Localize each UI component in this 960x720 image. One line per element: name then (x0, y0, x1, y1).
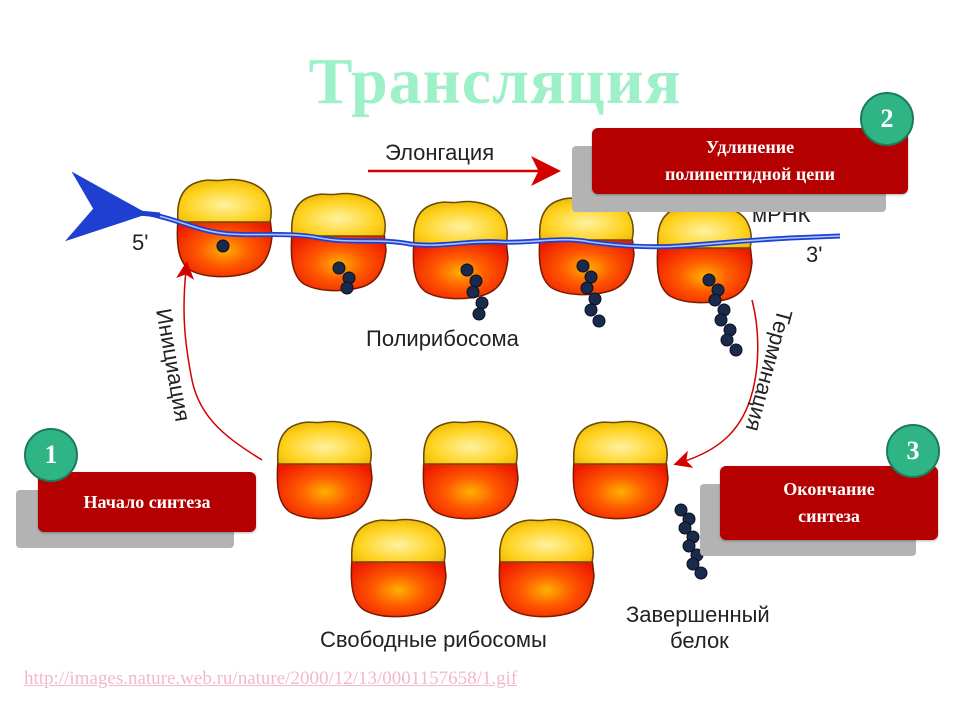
completed-protein-label-line1: Завершенный (626, 602, 770, 627)
peptide-chain-4-aminoacid (584, 270, 598, 284)
initiation-arrow (176, 261, 263, 461)
completed-protein-aminoacid (694, 566, 708, 580)
free-ribosome-1-small-subunit (276, 420, 372, 465)
callout-initiation-text: Начало синтеза (83, 491, 211, 512)
callout-badge-3: 3 (886, 424, 940, 478)
polyribosome-ribosome-5 (656, 204, 753, 304)
termination-arrow (673, 299, 759, 468)
free-ribosome-4 (350, 518, 447, 618)
peptide-chain-3-aminoacid (469, 274, 483, 288)
peptide-chain-1-aminoacid (216, 239, 230, 253)
peptide-chain-5 (702, 273, 743, 357)
free-ribosome-4-small-subunit (350, 518, 446, 563)
completed-protein (674, 503, 708, 580)
polyribosome-ribosome-2-small-subunit (290, 192, 386, 237)
free-ribosome-5-large-subunit (498, 557, 595, 618)
peptide-chain-4-aminoacid (588, 292, 602, 306)
peptide-chain-3 (460, 263, 489, 321)
callout-termination-line1: Окончание (783, 479, 875, 499)
polyribosome-ribosome-3-small-subunit (412, 200, 508, 245)
peptide-chain-4-aminoacid (580, 281, 594, 295)
peptide-chain-5-aminoacid (720, 333, 734, 347)
callout-badge-1: 1 (24, 428, 78, 482)
peptide-chain-2-aminoacid (340, 281, 354, 295)
peptide-chain-3-aminoacid (472, 307, 486, 321)
elongation-label: Элонгация (385, 140, 494, 165)
termination-label: Терминация (741, 307, 798, 434)
completed-protein-aminoacid (686, 557, 700, 571)
mrna-arrowhead (64, 171, 161, 242)
callout-elongation-line1: Удлинение (705, 137, 795, 157)
peptide-chain-4 (576, 259, 606, 328)
peptide-chain-5-aminoacid (714, 313, 728, 327)
free-ribosome-2-small-subunit (422, 420, 518, 465)
completed-protein-aminoacid (682, 539, 696, 553)
polyribosome-ribosome-3 (412, 200, 509, 300)
free-ribosome-2 (422, 420, 519, 520)
peptide-chain-4-aminoacid (584, 303, 598, 317)
polyribosome-label: Полирибосома (366, 326, 520, 351)
slide-title: Трансляция (308, 45, 682, 118)
polyribosome-group (176, 178, 753, 618)
polyribosome-ribosome-1-small-subunit (176, 178, 272, 223)
completed-protein-label-line2: белок (670, 628, 729, 653)
mrna-highlight (149, 213, 841, 248)
completed-protein-aminoacid (674, 503, 688, 517)
peptide-chain-3-aminoacid (475, 296, 489, 310)
free-ribosome-5 (498, 518, 595, 618)
free-ribosome-5-small-subunit (498, 518, 594, 563)
free-ribosomes-label: Свободные рибосомы (320, 627, 547, 652)
free-ribosome-3-small-subunit (572, 420, 668, 465)
peptide-chain-1 (216, 239, 230, 253)
peptide-chain-4-aminoacid (592, 314, 606, 328)
polyribosome-ribosome-2-large-subunit (290, 231, 387, 292)
callout-elongation-line2: полипептидной цепи (665, 164, 835, 184)
free-ribosome-4-large-subunit (350, 557, 447, 618)
completed-protein-aminoacid (678, 521, 692, 535)
source-link[interactable]: http://images.nature.web.ru/nature/2000/… (24, 668, 518, 689)
polyribosome-ribosome-5-large-subunit (656, 243, 753, 304)
five-prime-label: 5' (132, 230, 148, 255)
peptide-chain-2 (332, 261, 356, 295)
free-ribosome-3 (572, 420, 669, 520)
peptide-chain-5-aminoacid (708, 293, 722, 307)
polyribosome-ribosome-2 (290, 192, 387, 292)
free-ribosome-3-large-subunit (572, 459, 669, 520)
peptide-chain-2-aminoacid (332, 261, 346, 275)
peptide-chain-5-aminoacid (702, 273, 716, 287)
three-prime-label: 3' (806, 242, 822, 267)
peptide-chain-5-aminoacid (729, 343, 743, 357)
peptide-chain-3-aminoacid (466, 285, 480, 299)
callout-termination-line2: синтеза (798, 506, 860, 526)
free-ribosome-2-large-subunit (422, 459, 519, 520)
callout-badge-2: 2 (860, 92, 914, 146)
free-ribosome-1-large-subunit (276, 459, 373, 520)
free-ribosome-1 (276, 420, 373, 520)
peptide-chain-4-aminoacid (576, 259, 590, 273)
peptide-chain-3-aminoacid (460, 263, 474, 277)
